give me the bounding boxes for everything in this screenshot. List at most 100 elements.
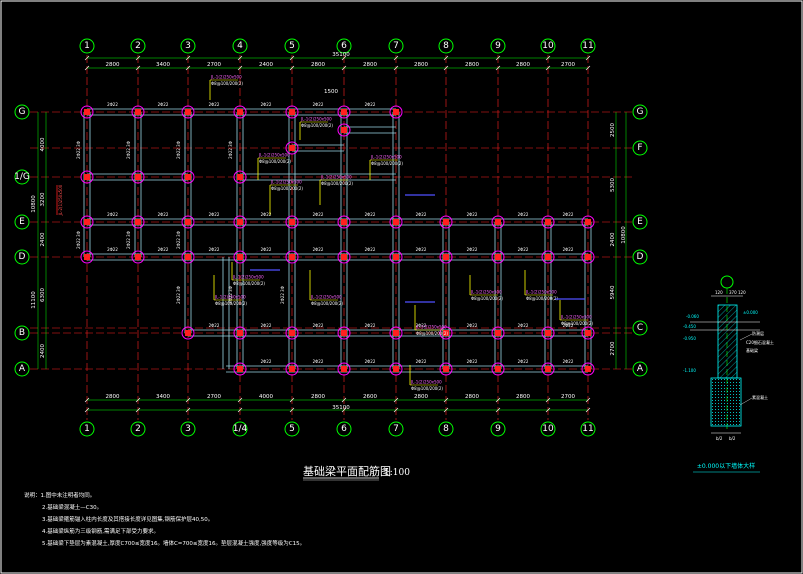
- axis-top-11-circle: [580, 38, 596, 54]
- column: [289, 219, 295, 225]
- axis-bottom-8: 9: [495, 424, 501, 434]
- axis-top-7-circle: [388, 38, 404, 54]
- axis-top-11: 11: [582, 41, 593, 51]
- column-marker: [541, 362, 555, 376]
- beam-spec-label: JL-1(2)250x500: [214, 295, 246, 300]
- detail-callout-3: 基础梁: [746, 347, 758, 353]
- column: [135, 109, 141, 115]
- detail-dim-5: b/2: [729, 436, 736, 441]
- top-span-dim: 2800: [516, 62, 530, 68]
- beam-rebar-label-v: 2Φ22 3Φ: [76, 231, 81, 249]
- axis-top-5-circle: [284, 38, 300, 54]
- left-span-dim: 2400: [40, 344, 46, 358]
- foundation-beams: [83, 108, 592, 373]
- drawing-scale: 1:100: [384, 468, 410, 478]
- top-span-dim: 2800: [311, 62, 325, 68]
- axis-right-2: E: [637, 217, 643, 227]
- beam-rebar-label: 2Φ22: [416, 212, 427, 217]
- column: [393, 254, 399, 260]
- column-marker: [389, 215, 403, 229]
- right-dim-upper: 10800: [621, 226, 627, 244]
- column-marker: [80, 170, 94, 184]
- axis-bottom-0-circle: [79, 421, 95, 437]
- axis-top-8: 8: [443, 41, 449, 51]
- beam-rebar-label: 2Φ22: [313, 247, 324, 252]
- beam-spec-label: JL-1(2)250x500: [525, 290, 557, 295]
- detail-title: ±0.000以下墙体大样: [697, 462, 755, 470]
- column-marker: [131, 215, 145, 229]
- detail-level-5: -1.100: [683, 368, 696, 373]
- beam-rebar-label-v: 2Φ22 3Φ: [176, 141, 181, 159]
- stirrup-label: Φ8@100/200(2): [271, 186, 303, 191]
- column-marker: [80, 215, 94, 229]
- axis-right-4: C: [637, 323, 643, 333]
- axis-bottom-9-circle: [540, 421, 556, 437]
- bottom-span-dim: 2800: [465, 394, 479, 400]
- column-marker: [439, 326, 453, 340]
- stirrup-label: Φ8@100/200(2): [321, 181, 353, 186]
- axis-bottom-4: 5: [289, 424, 295, 434]
- axis-right-3-circle: [632, 249, 648, 265]
- column: [237, 366, 243, 372]
- column-marker: [233, 362, 247, 376]
- axis-top-9-circle: [490, 38, 506, 54]
- axis-top-5: 5: [289, 41, 295, 51]
- note-1: 说明：1.图中未注明者均同。: [24, 491, 95, 499]
- column: [495, 366, 501, 372]
- beam-rebar-label: 2Φ22: [313, 323, 324, 328]
- axis-left-1: 1/G: [14, 172, 30, 182]
- column-marker: [131, 250, 145, 264]
- beam-rebar-label-v: 2Φ22 3Φ: [76, 141, 81, 159]
- axis-right-1: F: [637, 143, 642, 153]
- column-marker: [131, 105, 145, 119]
- axis-bottom-1-circle: [130, 421, 146, 437]
- stirrup-label: Φ8@100/200(2): [416, 331, 448, 336]
- detail-dim-4: b/2: [716, 436, 723, 441]
- column: [545, 219, 551, 225]
- wall-detail: 120 370 120 -0.060 ±0.000 -0.450 -0.950 …: [683, 275, 774, 473]
- column-marker: [541, 326, 555, 340]
- column-marker: [285, 250, 299, 264]
- column-marker: [541, 215, 555, 229]
- column: [185, 254, 191, 260]
- axis-left-5: A: [19, 364, 26, 374]
- axis-top-4: 4: [237, 41, 243, 51]
- column: [84, 174, 90, 180]
- column-marker: [285, 215, 299, 229]
- axis-bottom-6-circle: [388, 421, 404, 437]
- column: [135, 219, 141, 225]
- axis-top-9: 9: [495, 41, 501, 51]
- right-span-dim: 2700: [610, 341, 616, 355]
- axis-top-4-circle: [232, 38, 248, 54]
- beam-rebar-label: 2Φ22: [158, 212, 169, 217]
- column-marker: [491, 326, 505, 340]
- stirrup-label: Φ8@100/200(2): [371, 161, 403, 166]
- axis-left-4-circle: [14, 325, 30, 341]
- beam-rebar-label-v: 2Φ22 3Φ: [176, 231, 181, 249]
- beam-spec-label: JL-1(2)250x500: [370, 155, 402, 160]
- column-marker: [233, 215, 247, 229]
- axis-top-3-circle: [180, 38, 196, 54]
- column: [237, 109, 243, 115]
- beam-rebar-label: 2Φ22: [467, 323, 478, 328]
- top-span-dim: 2700: [561, 62, 575, 68]
- detail-dim-1: 120: [715, 290, 723, 295]
- axis-top-10-circle: [540, 38, 556, 54]
- detail-wall: [717, 304, 738, 379]
- column: [135, 174, 141, 180]
- column: [545, 254, 551, 260]
- column-marker: [233, 326, 247, 340]
- stirrup-label: Φ8@100/200(2): [301, 123, 333, 128]
- column-marker: [491, 362, 505, 376]
- top-span-dim: 2400: [259, 62, 273, 68]
- right-span-dim: 2400: [610, 232, 616, 246]
- top-span-dim: 2800: [414, 62, 428, 68]
- axis-bottom-4-circle: [284, 421, 300, 437]
- stirrup-label: Φ8@100/200(2): [215, 301, 247, 306]
- beam-rebar-label: 2Φ22: [313, 102, 324, 107]
- column: [341, 330, 347, 336]
- beam-rebar-label: 2Φ22: [365, 102, 376, 107]
